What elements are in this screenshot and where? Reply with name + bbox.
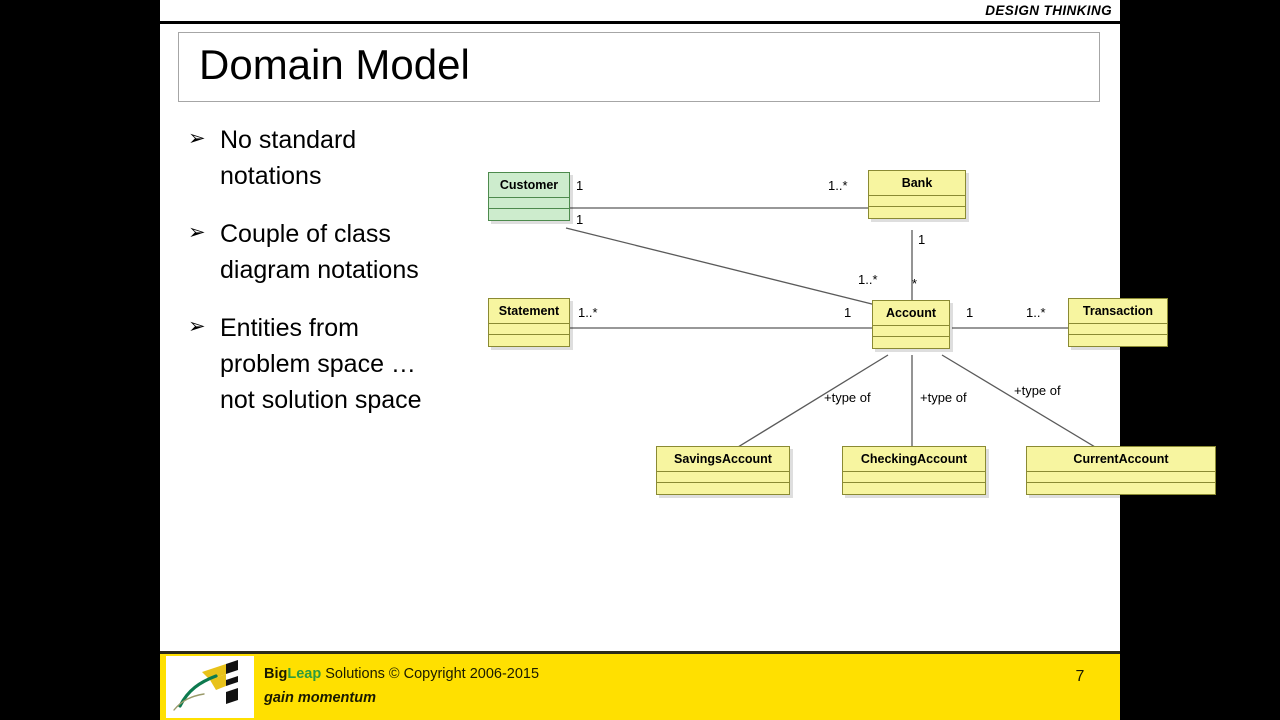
list-item: ➢ No standard notations xyxy=(182,122,452,194)
page-number: 7 xyxy=(1075,668,1085,685)
class-attributes-compartment xyxy=(489,197,569,209)
multiplicity-customer-bank-far: 1..* xyxy=(828,178,848,193)
class-name-label: Transaction xyxy=(1069,299,1167,324)
bigleap-logo-icon xyxy=(173,660,238,711)
bullet-list: ➢ No standard notations ➢ Couple of clas… xyxy=(182,122,452,440)
class-name-label: Account xyxy=(873,301,949,326)
multiplicity-account-customer: 1..* xyxy=(858,272,878,287)
class-attributes-compartment xyxy=(1027,471,1215,483)
header-brand-tag: DESIGN THINKING xyxy=(985,3,1112,18)
class-operations-compartment xyxy=(873,336,949,348)
class-box-savingsaccount[interactable]: SavingsAccount xyxy=(656,446,790,495)
footer-tagline: gain momentum xyxy=(264,690,376,706)
list-item-label: Entities from problem space … not soluti… xyxy=(220,314,422,414)
list-item: ➢ Couple of class diagram notations xyxy=(182,216,452,288)
bullet-arrow-icon: ➢ xyxy=(188,315,206,338)
bullet-arrow-icon: ➢ xyxy=(188,221,206,244)
multiplicity-bank-account-far: * xyxy=(912,276,918,291)
domain-model-diagram: Customer Bank Statement Account xyxy=(480,150,1216,550)
multiplicity-customer-account: 1 xyxy=(576,212,584,227)
association-label-current: +type of xyxy=(1014,383,1061,398)
class-box-account[interactable]: Account xyxy=(872,300,950,349)
class-attributes-compartment xyxy=(489,323,569,335)
association-label-checking: +type of xyxy=(920,390,967,405)
class-name-label: CheckingAccount xyxy=(843,447,985,472)
list-item: ➢ Entities from problem space … not solu… xyxy=(182,310,452,418)
class-name-label: Bank xyxy=(869,171,965,196)
class-box-customer[interactable]: Customer xyxy=(488,172,570,221)
class-name-label: Customer xyxy=(489,173,569,198)
list-item-label: Couple of class diagram notations xyxy=(220,220,419,284)
class-box-statement[interactable]: Statement xyxy=(488,298,570,347)
class-attributes-compartment xyxy=(843,471,985,483)
class-name-label: Statement xyxy=(489,299,569,324)
footer-divider xyxy=(160,651,1120,654)
class-box-bank[interactable]: Bank xyxy=(868,170,966,219)
class-name-label: SavingsAccount xyxy=(657,447,789,472)
copyright-text: Solutions © Copyright 2006-2015 xyxy=(321,666,540,682)
brand-leap: Leap xyxy=(287,666,322,682)
slide-canvas: DESIGN THINKING Domain Model ➢ No standa… xyxy=(160,0,1216,720)
class-operations-compartment xyxy=(843,482,985,494)
list-item-label: No standard notations xyxy=(220,126,357,190)
footer-copyright: BigLeap Solutions © Copyright 2006-2015 xyxy=(264,666,539,682)
class-attributes-compartment xyxy=(1069,323,1167,335)
class-box-transaction[interactable]: Transaction xyxy=(1068,298,1168,347)
class-box-checkingaccount[interactable]: CheckingAccount xyxy=(842,446,986,495)
class-operations-compartment xyxy=(657,482,789,494)
multiplicity-account-transaction: 1 xyxy=(966,305,974,320)
class-operations-compartment xyxy=(489,334,569,346)
association-label-savings: +type of xyxy=(824,390,871,405)
multiplicity-account-statement: 1 xyxy=(844,305,852,320)
footer-bar: BigLeap Solutions © Copyright 2006-2015 … xyxy=(160,654,1120,720)
class-attributes-compartment xyxy=(869,195,965,207)
class-attributes-compartment xyxy=(657,471,789,483)
multiplicity-statement-account: 1..* xyxy=(578,305,598,320)
title-box: Domain Model xyxy=(178,32,1100,102)
class-name-label: CurrentAccount xyxy=(1027,447,1215,472)
class-operations-compartment xyxy=(1069,334,1167,346)
logo-plate xyxy=(166,656,254,718)
multiplicity-bank-account-near: 1 xyxy=(918,232,926,247)
class-attributes-compartment xyxy=(873,325,949,337)
brand-big: Big xyxy=(264,666,288,682)
bullet-arrow-icon: ➢ xyxy=(188,127,206,150)
class-operations-compartment xyxy=(1027,482,1215,494)
class-operations-compartment xyxy=(489,208,569,220)
multiplicity-customer-bank-near: 1 xyxy=(576,178,584,193)
class-box-currentaccount[interactable]: CurrentAccount xyxy=(1026,446,1216,495)
class-operations-compartment xyxy=(869,206,965,218)
diagram-connectors xyxy=(565,207,1100,456)
page-title: Domain Model xyxy=(199,41,470,88)
header-divider xyxy=(160,21,1120,24)
multiplicity-transaction-account: 1..* xyxy=(1026,305,1046,320)
